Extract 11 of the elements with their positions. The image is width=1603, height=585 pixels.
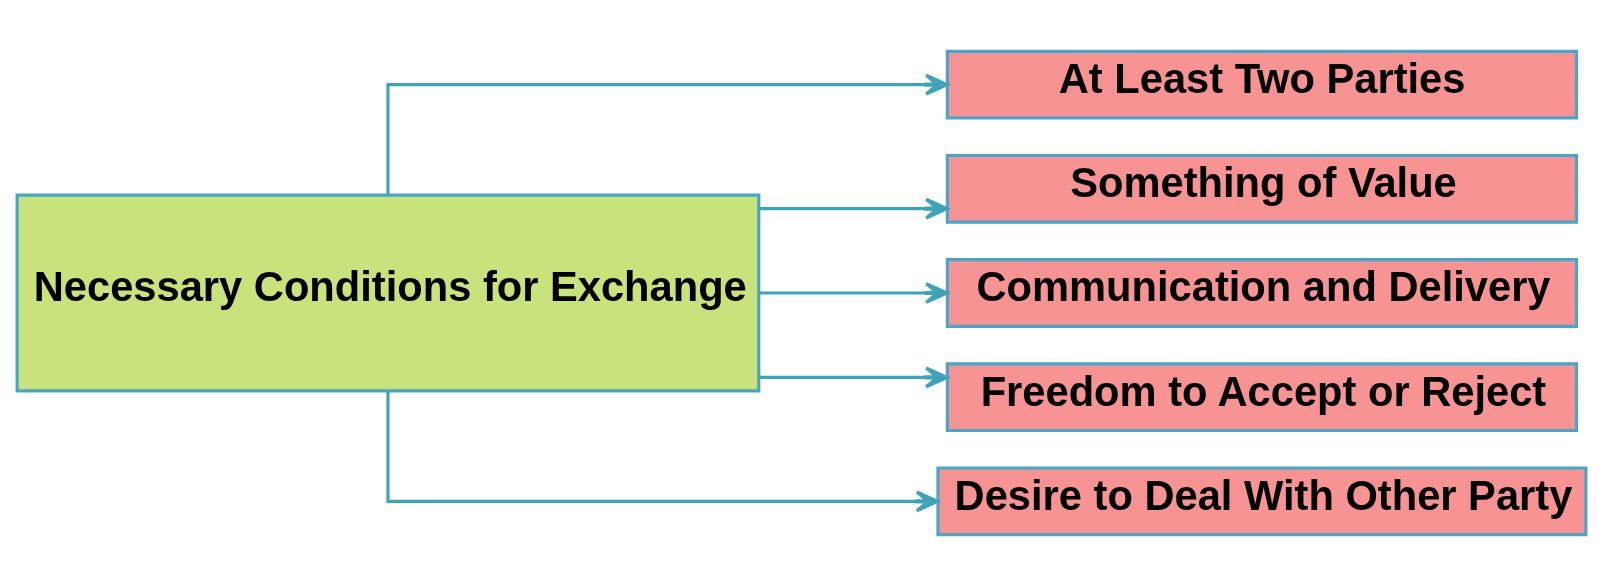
arrow bbox=[759, 281, 949, 304]
node-box: Communication and Delivery bbox=[945, 257, 1579, 328]
node-box: At Least Two Parties bbox=[945, 49, 1579, 120]
arrow bbox=[386, 390, 940, 512]
node-box: Desire to Deal With Other Party bbox=[936, 465, 1588, 536]
arrow bbox=[759, 197, 949, 220]
node-box: Necessary Conditions for Exchange bbox=[15, 193, 761, 392]
arrow bbox=[386, 73, 949, 195]
arrow bbox=[759, 365, 949, 388]
node-box: Something of Value bbox=[945, 153, 1579, 224]
node-box: Freedom to Accept or Reject bbox=[945, 361, 1579, 432]
